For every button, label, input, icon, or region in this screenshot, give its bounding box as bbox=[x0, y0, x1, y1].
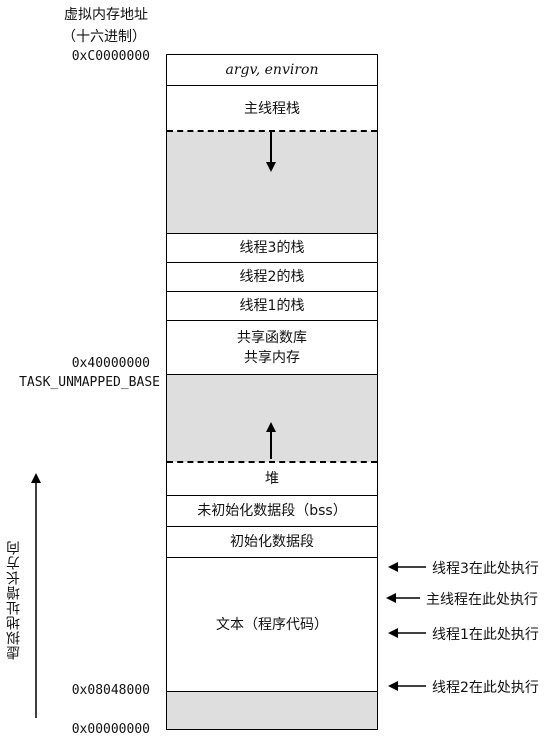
exec-label-thread3: 线程3在此处执行 bbox=[432, 561, 539, 577]
main-stack-growth-boundary bbox=[167, 130, 377, 132]
segment-argv-environ: argv, environ bbox=[167, 55, 377, 85]
segment-heap-label: 堆 bbox=[265, 471, 279, 487]
segment-heap: 堆 bbox=[167, 463, 377, 495]
segment-shared: 共享函数库 共享内存 bbox=[167, 320, 377, 374]
exec-label-thread1: 线程1在此处执行 bbox=[432, 627, 539, 643]
growth-direction-label: 虚拟地址增长方向 bbox=[6, 540, 22, 660]
segment-main-stack: 主线程栈 bbox=[167, 85, 377, 131]
memory-layout-column: argv, environ 主线程栈 线程3的栈 线程2的栈 线程1的栈 共享函… bbox=[166, 54, 378, 730]
exec-label-thread2: 线程2在此处执行 bbox=[432, 680, 539, 696]
segment-shared-mem-label: 共享内存 bbox=[244, 349, 300, 366]
address-zero: 0x00000000 bbox=[71, 722, 150, 737]
segment-thread3-stack: 线程3的栈 bbox=[167, 233, 377, 262]
segment-thread3-stack-label: 线程3的栈 bbox=[239, 240, 305, 256]
segment-thread1-stack-label: 线程1的栈 bbox=[239, 298, 305, 314]
address-text-start: 0x08048000 bbox=[71, 683, 150, 698]
heap-growth-boundary bbox=[167, 461, 377, 463]
address-top: 0xC0000000 bbox=[71, 49, 150, 64]
segment-bss-label: 未初始化数据段（bss） bbox=[197, 503, 347, 519]
segment-argv-label: argv, environ bbox=[225, 62, 319, 78]
segment-text-label: 文本（程序代码） bbox=[216, 616, 328, 633]
segment-data-label: 初始化数据段 bbox=[230, 534, 314, 550]
address-mid: 0x40000000 bbox=[71, 356, 150, 371]
title-line-2: （十六进制） bbox=[62, 29, 146, 45]
segment-thread2-stack-label: 线程2的栈 bbox=[239, 269, 305, 285]
exec-label-main: 主线程在此处执行 bbox=[426, 592, 538, 608]
segment-unmapped-low bbox=[167, 691, 377, 729]
segment-thread1-stack: 线程1的栈 bbox=[167, 291, 377, 320]
segment-text: 文本（程序代码） bbox=[167, 557, 377, 691]
segment-shared-libs-label: 共享函数库 bbox=[237, 329, 307, 346]
segment-bss: 未初始化数据段（bss） bbox=[167, 495, 377, 526]
task-unmapped-base-label: TASK_UNMAPPED_BASE bbox=[19, 375, 160, 390]
segment-data: 初始化数据段 bbox=[167, 526, 377, 557]
segment-main-stack-label: 主线程栈 bbox=[244, 100, 300, 117]
title-line-1: 虚拟内存地址 bbox=[64, 7, 148, 23]
segment-thread2-stack: 线程2的栈 bbox=[167, 262, 377, 291]
